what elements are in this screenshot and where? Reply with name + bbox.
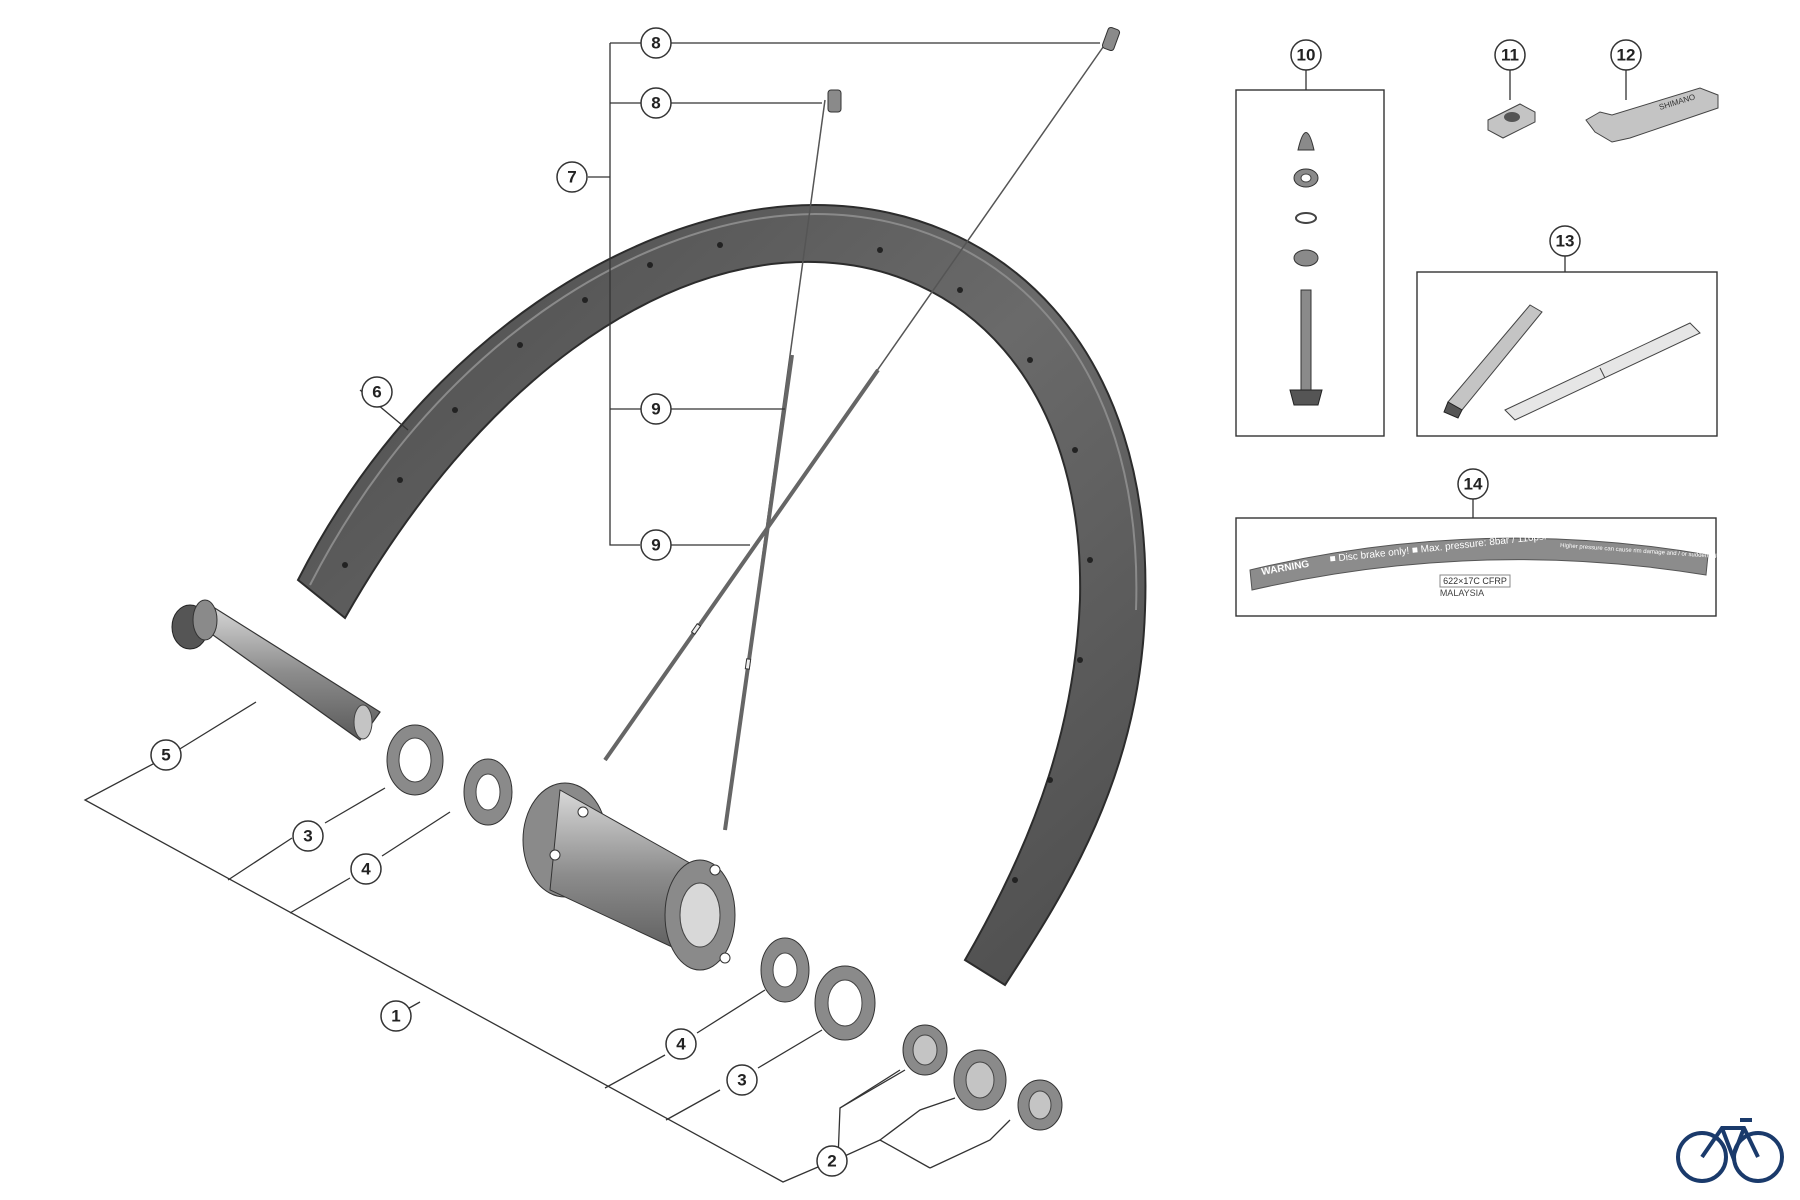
rim-tape [1504,322,1701,421]
spoke-nipple-top [1101,26,1121,52]
valve-washer [1295,212,1317,224]
valve-seal [1293,249,1319,267]
valve-stem [1300,289,1312,391]
callout-2: 2 [816,1145,848,1177]
spoke-holes [342,242,1093,883]
spacer-right [814,965,876,1041]
warning-decal [1249,537,1709,591]
svg-text:5: 5 [161,746,170,765]
callout-7: 7 [556,161,588,193]
decal-box: WARNING ■ Disc brake only! ■ Max. pressu… [1235,499,1757,617]
svg-text:9: 9 [651,536,660,555]
callout-6: 6 [361,376,393,408]
rim [296,203,1147,987]
svg-text:8: 8 [651,34,660,53]
svg-text:12: 12 [1617,46,1636,65]
end-cap-3 [1017,1079,1063,1131]
part-11-adapter [1487,70,1536,139]
svg-text:MALAYSIA: MALAYSIA [1440,588,1484,598]
svg-text:1: 1 [391,1007,400,1026]
callout-3a: 3 [292,820,324,852]
svg-text:14: 14 [1464,475,1483,494]
callout-11: 11 [1494,39,1526,71]
end-cap-1 [902,1024,948,1076]
spoke-nipple-mid [827,89,842,113]
tire-lever [1447,304,1543,411]
hub-body [522,782,736,971]
svg-text:2: 2 [827,1152,836,1171]
callout-14: 14 [1457,468,1489,500]
part-12-spoke-wrench: SHIMANO [1585,70,1719,143]
callout-3b: 3 [726,1064,758,1096]
callout-10: 10 [1290,39,1322,71]
svg-text:13: 13 [1556,232,1575,251]
leader-lines [83,42,1100,1183]
rim-tape-box [1416,256,1718,437]
axle [171,599,381,741]
spokes [603,29,1116,831]
valve-cap [1297,132,1315,151]
end-cap-2 [953,1049,1007,1111]
callout-12: 12 [1610,39,1642,71]
svg-text:4: 4 [676,1035,686,1054]
svg-text:11: 11 [1501,46,1519,65]
bicycle-icon [1676,1118,1784,1183]
bearing-left [463,758,513,826]
callout-8a: 8 [640,27,672,59]
svg-text:6: 6 [372,383,381,402]
svg-text:622×17C CFRP: 622×17C CFRP [1443,576,1507,586]
spacer-left [386,724,444,796]
callout-5: 5 [150,739,182,771]
svg-text:10: 10 [1297,46,1316,65]
svg-text:3: 3 [303,827,312,846]
callout-4b: 4 [665,1028,697,1060]
callout-9b: 9 [640,529,672,561]
valve-kit-box [1235,70,1385,437]
svg-text:9: 9 [651,400,660,419]
callout-4a: 4 [350,853,382,885]
callout-1: 1 [380,1000,412,1032]
svg-text:8: 8 [651,94,660,113]
callout-13: 13 [1549,225,1581,257]
svg-text:3: 3 [737,1071,746,1090]
callout-9a: 9 [640,393,672,425]
svg-text:4: 4 [361,860,371,879]
callout-8b: 8 [640,87,672,119]
bearing-right [760,937,810,1003]
svg-text:7: 7 [567,168,576,187]
